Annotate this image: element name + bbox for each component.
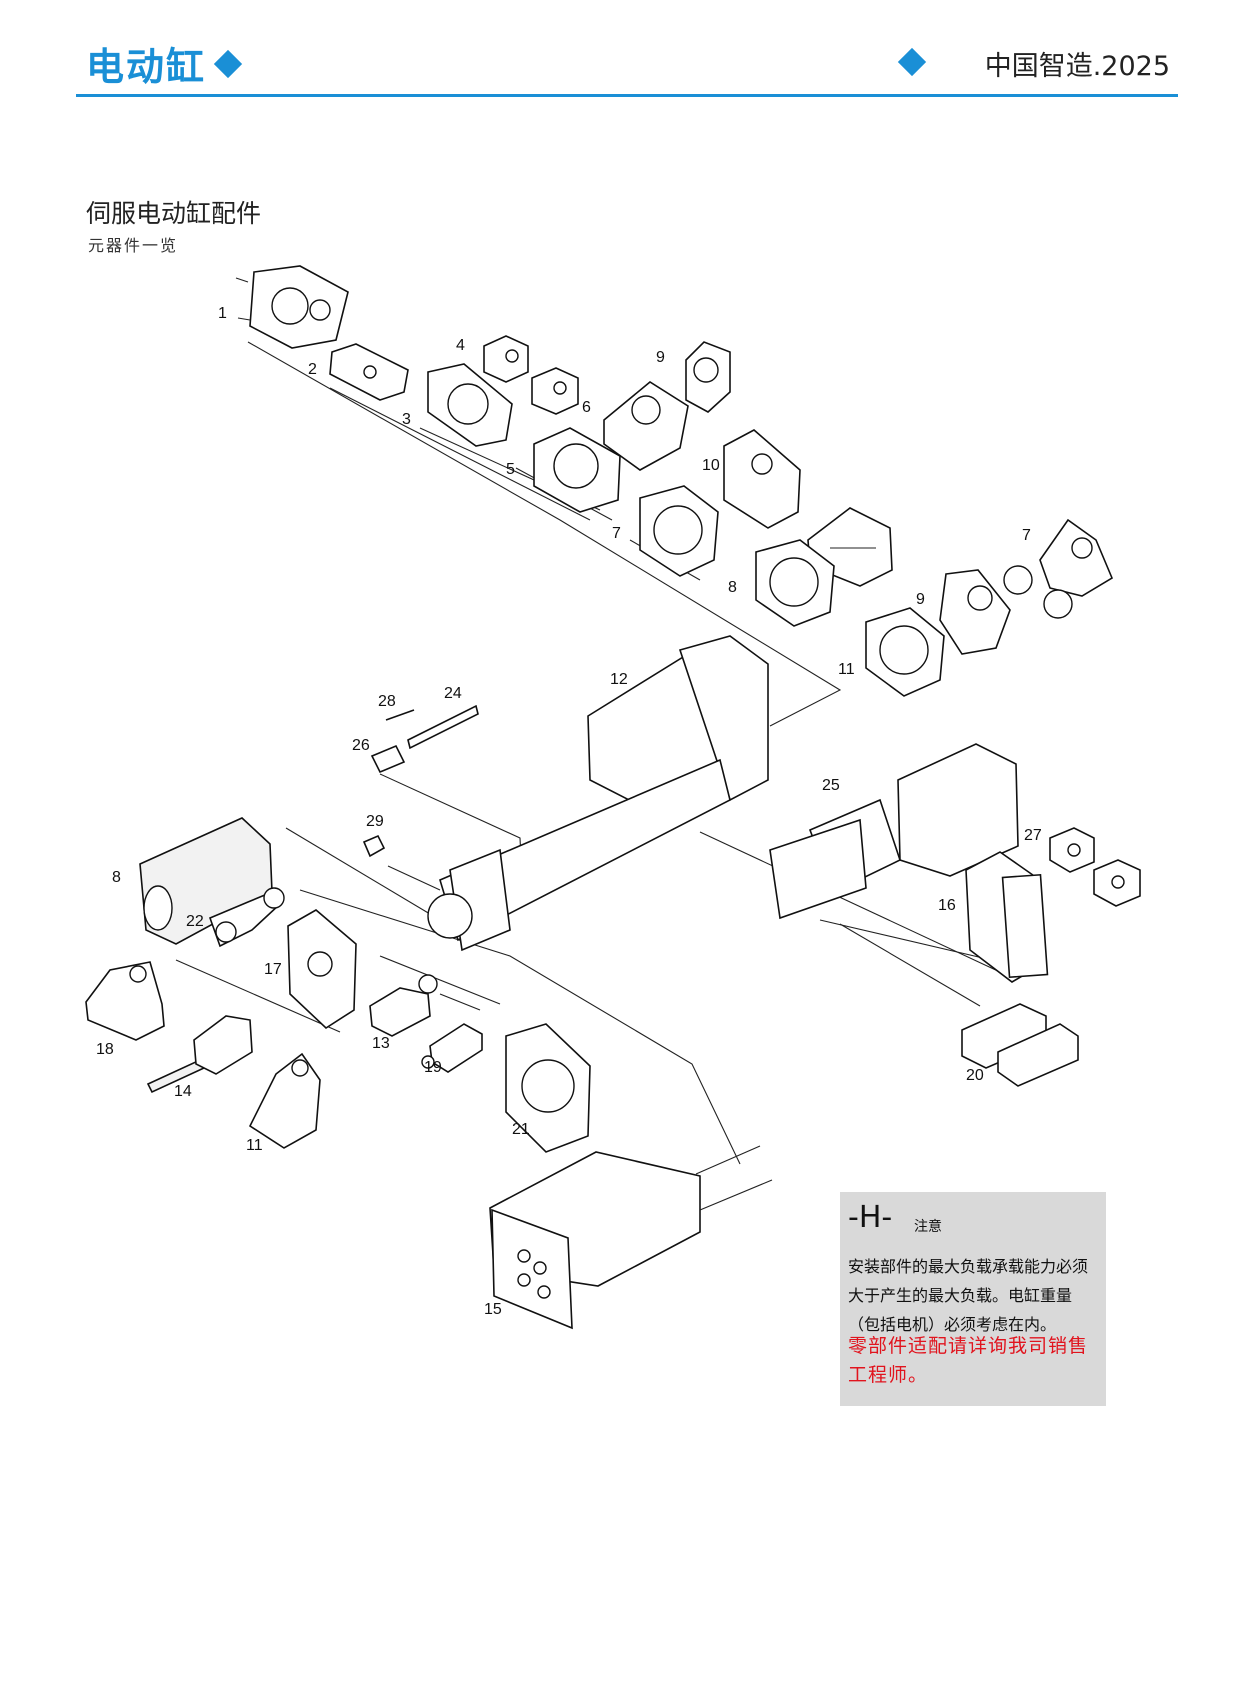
part-rod-eye-mount bbox=[603, 381, 689, 471]
callout-label: 1 bbox=[218, 305, 227, 322]
callout-label: 17 bbox=[264, 961, 282, 978]
callout-label: 5 bbox=[506, 461, 515, 478]
part-threaded-rod bbox=[146, 1015, 253, 1094]
part-trunnion-block bbox=[939, 569, 1011, 655]
callout-label: 7 bbox=[612, 525, 621, 542]
part-pivot-eye bbox=[685, 341, 731, 413]
callout-label: 24 bbox=[444, 685, 462, 702]
part-guide-frame bbox=[965, 851, 1049, 983]
note-label: 注意 bbox=[914, 1219, 942, 1235]
part-mounting-plate bbox=[287, 909, 357, 1030]
part-rear-flange bbox=[755, 539, 835, 627]
part-screw bbox=[362, 834, 386, 858]
part-actuator-motor-side bbox=[769, 743, 1019, 920]
part-foot-bracket-lower bbox=[248, 1052, 321, 1149]
callout-label: 12 bbox=[610, 671, 628, 688]
callout-label: 25 bbox=[822, 777, 840, 794]
callout-label: 8 bbox=[112, 869, 121, 886]
part-guide-unit bbox=[489, 1145, 773, 1330]
callout-label: 20 bbox=[966, 1067, 984, 1084]
part-blocks bbox=[483, 335, 579, 415]
callout-label: 4 bbox=[456, 337, 465, 354]
part-sensor-rail bbox=[370, 704, 479, 774]
note-body: 安装部件的最大负载承载能力必须大于产生的最大负载。电缸重量（包括电机）必须考虑在… bbox=[848, 1257, 1089, 1334]
callout-label: 2 bbox=[308, 361, 317, 378]
callout-label: 21 bbox=[512, 1121, 530, 1138]
part-clevis bbox=[369, 974, 438, 1037]
callout-label: 26 bbox=[352, 737, 370, 754]
part-square-plate bbox=[505, 1023, 591, 1153]
callout-label: 6 bbox=[582, 399, 591, 416]
section-title-text: 电动缸 bbox=[86, 44, 207, 89]
callout-label: 9 bbox=[916, 591, 925, 608]
part-pivot-bracket bbox=[1003, 518, 1114, 619]
part-coupling-nut bbox=[421, 1023, 483, 1073]
note-marker: -H- bbox=[848, 1200, 893, 1235]
callout-label: 22 bbox=[186, 913, 204, 930]
callout-label: 11 bbox=[246, 1137, 263, 1154]
callout-label: 29 bbox=[366, 813, 384, 830]
page-subtitle: 元器件一览 bbox=[88, 236, 179, 255]
part-rod-end bbox=[208, 887, 285, 948]
callout-label: 3 bbox=[402, 411, 411, 428]
part-bracket bbox=[329, 343, 409, 401]
header-divider bbox=[76, 94, 1178, 97]
part-flange-mount bbox=[235, 265, 349, 349]
part-blocks-right bbox=[1049, 827, 1141, 907]
part-square-flange bbox=[533, 427, 621, 513]
callout-label: 19 bbox=[424, 1059, 442, 1076]
callout-label: 27 bbox=[1024, 827, 1042, 844]
callout-label: 15 bbox=[484, 1301, 502, 1318]
callout-label: 7 bbox=[1022, 527, 1031, 544]
part-foot-bracket bbox=[723, 429, 801, 529]
page-title: 伺服电动缸配件 bbox=[86, 199, 262, 228]
callout-label: 9 bbox=[656, 349, 665, 366]
callout-label: 8 bbox=[728, 579, 737, 596]
callout-label: 14 bbox=[174, 1083, 192, 1100]
note-contact: 零部件适配请详询我司销售工程师。 bbox=[848, 1335, 1089, 1386]
part-front-flange bbox=[639, 485, 719, 577]
part-actuator-motor-top bbox=[427, 635, 769, 952]
callout-label: 18 bbox=[96, 1041, 114, 1058]
callout-label: 13 bbox=[372, 1035, 390, 1052]
callout-labels: 1 2 3 4 5 6 7 8 9 10 11 7 9 12 28 24 26 … bbox=[96, 305, 1042, 1318]
section-title: 电动缸 bbox=[86, 36, 243, 91]
callout-label: 16 bbox=[938, 897, 956, 914]
brand-label: 中国智造.2025 bbox=[984, 51, 1170, 82]
part-foot-support bbox=[85, 961, 165, 1041]
callout-label: 11 bbox=[838, 661, 855, 678]
callout-label: 28 bbox=[378, 693, 396, 710]
note-box bbox=[840, 1192, 1106, 1406]
part-clamp-set bbox=[961, 1003, 1079, 1087]
part-flange-lower bbox=[865, 607, 945, 697]
part-trunnion-flange bbox=[427, 363, 513, 447]
callout-label: 10 bbox=[702, 457, 720, 474]
